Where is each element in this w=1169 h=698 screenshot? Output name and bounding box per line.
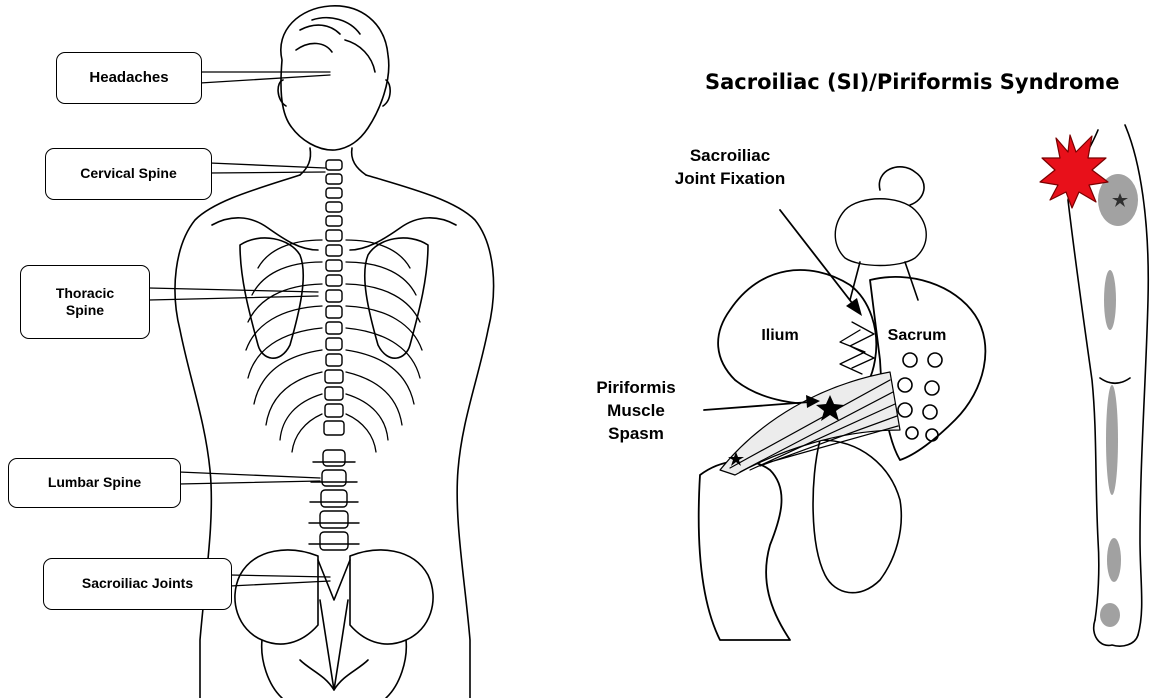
callout-cervical-spine: Cervical Spine (45, 148, 212, 200)
callout-lumbar-spine-text: Lumbar Spine (48, 474, 141, 492)
pointer-arrows (704, 210, 856, 410)
callout-thoracic-spine-text: Thoracic Spine (56, 285, 114, 320)
arrowhead-joint-fixation (846, 298, 862, 316)
callout-lumbar-spine: Lumbar Spine (8, 458, 181, 508)
spine (309, 160, 359, 550)
label-piriformis: Piriformis Muscle Spasm (566, 377, 706, 446)
callout-cervical-spine-text: Cervical Spine (80, 165, 177, 183)
pain-burst-icon (1040, 135, 1108, 208)
pelvis (235, 550, 433, 698)
referred-pain-shading (1098, 174, 1138, 627)
callout-sacroiliac-joints-text: Sacroiliac Joints (82, 575, 193, 593)
callout-thoracic-spine: Thoracic Spine (20, 265, 150, 339)
label-sacrum: Sacrum (872, 325, 962, 347)
torso-outline (175, 175, 494, 698)
figure-title: Sacroiliac (SI)/Piriformis Syndrome (705, 70, 1165, 94)
callout-sacroiliac-joints: Sacroiliac Joints (43, 558, 232, 610)
callout-headaches: Headaches (56, 52, 202, 104)
callout-headaches-text: Headaches (89, 69, 168, 88)
ribcage (246, 240, 422, 452)
head-drawing (278, 6, 390, 175)
label-joint-fixation: Sacroiliac Joint Fixation (650, 145, 810, 191)
label-ilium: Ilium (745, 325, 815, 347)
